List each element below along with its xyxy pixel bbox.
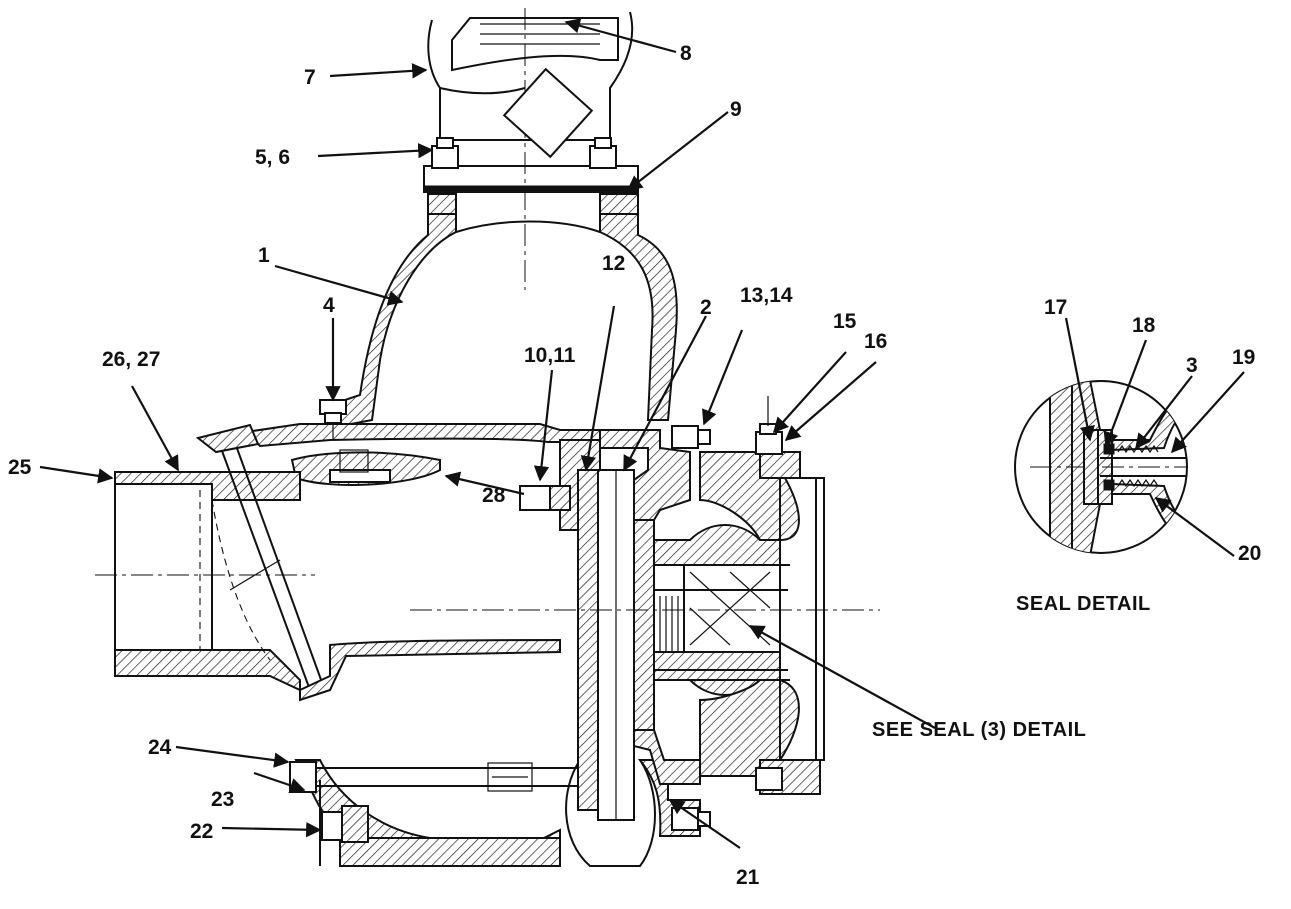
- callout-3: 3: [1186, 354, 1198, 377]
- callout-7: 7: [304, 66, 316, 89]
- callout-4: 4: [323, 294, 335, 317]
- callout-23: 23: [211, 788, 234, 811]
- bolt-5-6: [431, 145, 459, 169]
- callout-24: 24: [148, 736, 172, 759]
- seal-plate-bracket: [410, 396, 880, 831]
- callout-5-6: 5, 6: [255, 146, 290, 169]
- discharge-elbow: [427, 8, 634, 290]
- callout-8: 8: [680, 42, 692, 65]
- callout-12: 12: [602, 252, 625, 275]
- callout-25: 25: [8, 456, 32, 479]
- callout-15: 15: [833, 310, 857, 333]
- callout-9: 9: [730, 98, 742, 121]
- leader-lines: [39, 18, 1245, 849]
- callout-13-14: 13,14: [740, 284, 793, 307]
- see-seal-detail-caption: SEE SEAL (3) DETAIL: [872, 719, 1086, 741]
- callout-19: 19: [1232, 346, 1255, 369]
- discharge-flange: [423, 137, 639, 193]
- callout-28: 28: [482, 484, 506, 507]
- callout-2: 2: [700, 296, 712, 319]
- seal-detail-caption: SEAL DETAIL: [1016, 593, 1151, 615]
- callout-18: 18: [1132, 314, 1156, 337]
- callout-16: 16: [864, 330, 887, 353]
- callout-17: 17: [1044, 296, 1067, 319]
- tag-plate: [502, 67, 594, 159]
- callout-10-11: 10,11: [524, 344, 576, 367]
- bolt-right: [589, 145, 617, 169]
- callout-21: 21: [736, 866, 760, 889]
- callout-1: 1: [258, 244, 270, 267]
- callout-20: 20: [1238, 542, 1261, 565]
- pump-casing: [95, 193, 701, 867]
- callout-26-27: 26, 27: [102, 348, 160, 371]
- callout-22: 22: [190, 820, 213, 843]
- callout-labels: 7 8 5, 6 9 1 4 26, 27 25 28 10,11 12 2 1…: [8, 42, 1261, 889]
